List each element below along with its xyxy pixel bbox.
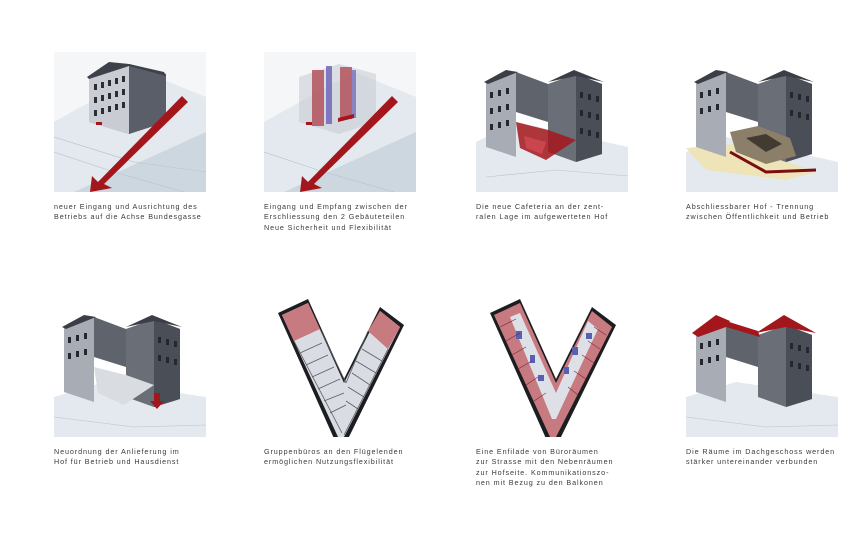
panel-2-caption: Eingang und Empfang zwischen der Erschli… <box>264 202 408 232</box>
panel-5-caption: Neuordnung der Anlieferung im Hof für Be… <box>54 447 180 467</box>
diagram-panel-3: Die neue Cafeteria an der zent- ralen La… <box>476 52 628 223</box>
panel-3-image <box>476 52 628 192</box>
diagram-panel-4: Abschliessbarer Hof - Trennung zwischen … <box>686 52 838 223</box>
panel-2-image <box>264 52 416 192</box>
panel-6-image <box>264 297 416 437</box>
panel-5-image <box>54 297 206 437</box>
panel-6-caption: Gruppenbüros an den Flügelenden ermöglic… <box>264 447 404 467</box>
panel-7-image <box>476 297 628 437</box>
diagram-panel-2: Eingang und Empfang zwischen der Erschli… <box>264 52 416 233</box>
panel-1-image <box>54 52 206 192</box>
diagram-panel-8: Die Räume im Dachgeschoss werden stärker… <box>686 297 838 468</box>
panel-8-caption: Die Räume im Dachgeschoss werden stärker… <box>686 447 836 467</box>
panel-4-image <box>686 52 838 192</box>
panel-7-caption: Eine Enfilade von Büroräumen zur Strasse… <box>476 447 614 488</box>
diagram-panel-1: neuer Eingang und Ausrichtung des Betrie… <box>54 52 206 223</box>
panel-8-image <box>686 297 838 437</box>
panel-1-caption: neuer Eingang und Ausrichtung des Betrie… <box>54 202 202 222</box>
panel-3-caption: Die neue Cafeteria an der zent- ralen La… <box>476 202 609 222</box>
diagram-panel-6: Gruppenbüros an den Flügelenden ermöglic… <box>264 297 416 468</box>
panel-4-caption: Abschliessbarer Hof - Trennung zwischen … <box>686 202 830 222</box>
diagram-panel-5: Neuordnung der Anlieferung im Hof für Be… <box>54 297 206 468</box>
diagram-panel-7: Eine Enfilade von Büroräumen zur Strasse… <box>476 297 628 489</box>
